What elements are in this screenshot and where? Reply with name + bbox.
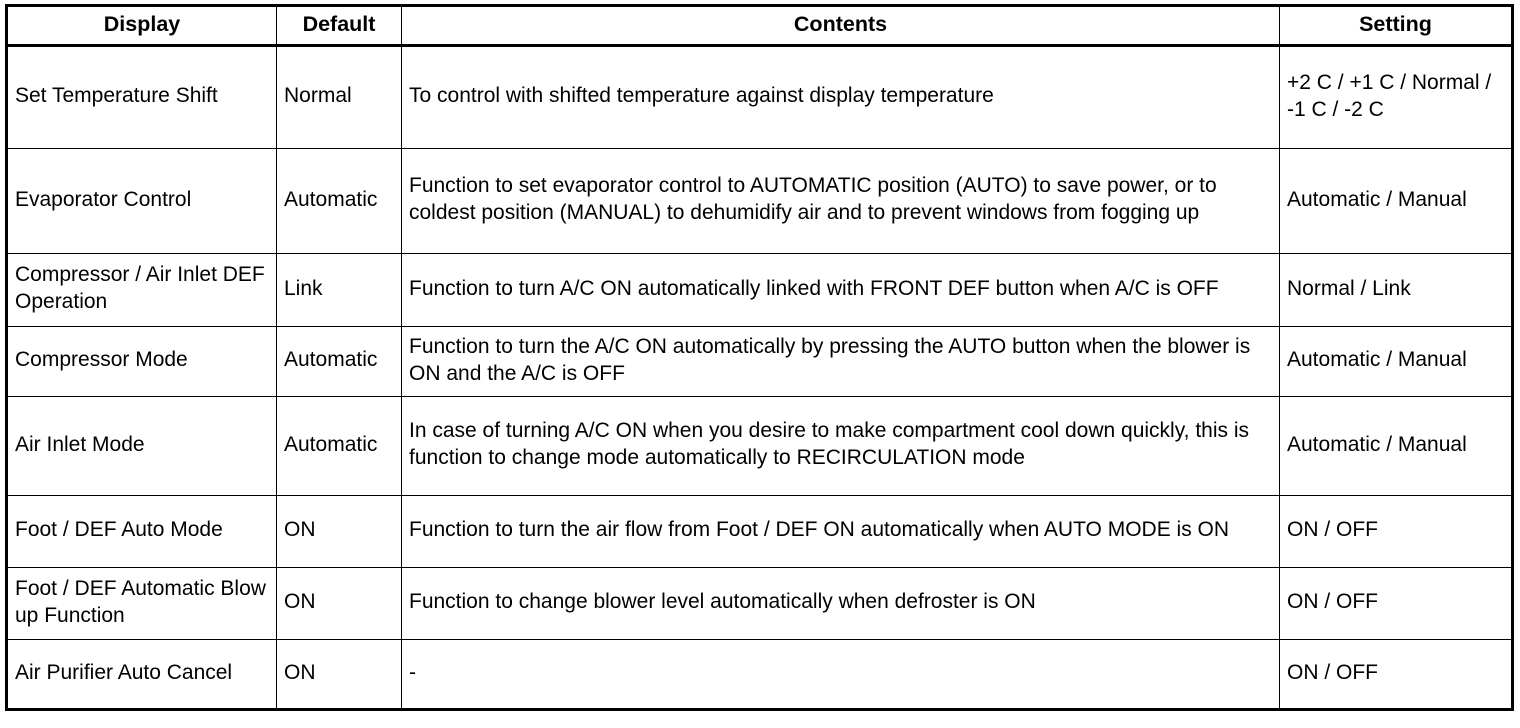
cell-contents: Function to change blower level automati… <box>401 566 1280 640</box>
cell-contents: To control with shifted temperature agai… <box>401 44 1280 149</box>
cell-display: Foot / DEF Automatic Blow up Function <box>6 566 277 640</box>
cell-contents: Function to turn the air flow from Foot … <box>401 494 1280 568</box>
cell-setting: Automatic / Manual <box>1279 395 1513 496</box>
cell-contents: - <box>401 638 1280 710</box>
table-header-row: Display Default Contents Setting <box>6 5 1513 47</box>
cell-default: ON <box>276 494 402 568</box>
cell-display: Compressor Mode <box>6 325 277 397</box>
cell-display: Air Purifier Auto Cancel <box>6 638 277 710</box>
cell-contents: In case of turning A/C ON when you desir… <box>401 395 1280 496</box>
cell-setting: ON / OFF <box>1279 638 1513 710</box>
cell-contents: Function to turn A/C ON automatically li… <box>401 252 1280 327</box>
cell-setting: Normal / Link <box>1279 252 1513 327</box>
cell-default: Automatic <box>276 147 402 254</box>
column-header-setting: Setting <box>1279 5 1513 47</box>
table-row: Evaporator Control Automatic Function to… <box>6 147 1513 254</box>
column-header-display: Display <box>6 5 277 47</box>
table-row: Set Temperature Shift Normal To control … <box>6 44 1513 149</box>
table-row: Compressor Mode Automatic Function to tu… <box>6 325 1513 397</box>
table-row: Foot / DEF Auto Mode ON Function to turn… <box>6 494 1513 568</box>
cell-setting: Automatic / Manual <box>1279 325 1513 397</box>
cell-default: Link <box>276 252 402 327</box>
cell-setting: ON / OFF <box>1279 494 1513 568</box>
climate-control-settings-table: Display Default Contents Setting Set Tem… <box>5 4 1514 711</box>
cell-setting: ON / OFF <box>1279 566 1513 640</box>
table-row: Air Inlet Mode Automatic In case of turn… <box>6 395 1513 496</box>
cell-default: ON <box>276 566 402 640</box>
column-header-default: Default <box>276 5 402 47</box>
table-body: Set Temperature Shift Normal To control … <box>6 44 1513 710</box>
cell-default: ON <box>276 638 402 710</box>
cell-display: Air Inlet Mode <box>6 395 277 496</box>
cell-display: Compressor / Air Inlet DEF Operation <box>6 252 277 327</box>
cell-display: Foot / DEF Auto Mode <box>6 494 277 568</box>
cell-setting: +2 C / +1 C / Normal / -1 C / -2 C <box>1279 44 1513 149</box>
cell-display: Evaporator Control <box>6 147 277 254</box>
cell-default: Normal <box>276 44 402 149</box>
cell-contents: Function to set evaporator control to AU… <box>401 147 1280 254</box>
cell-contents: Function to turn the A/C ON automaticall… <box>401 325 1280 397</box>
table-row: Compressor / Air Inlet DEF Operation Lin… <box>6 252 1513 327</box>
table-row: Foot / DEF Automatic Blow up Function ON… <box>6 566 1513 640</box>
cell-default: Automatic <box>276 325 402 397</box>
document-page: Display Default Contents Setting Set Tem… <box>0 4 1520 728</box>
column-header-contents: Contents <box>401 5 1280 47</box>
cell-default: Automatic <box>276 395 402 496</box>
table-row: Air Purifier Auto Cancel ON - ON / OFF <box>6 638 1513 710</box>
table-header: Display Default Contents Setting <box>6 5 1513 47</box>
cell-setting: Automatic / Manual <box>1279 147 1513 254</box>
cell-display: Set Temperature Shift <box>6 44 277 149</box>
